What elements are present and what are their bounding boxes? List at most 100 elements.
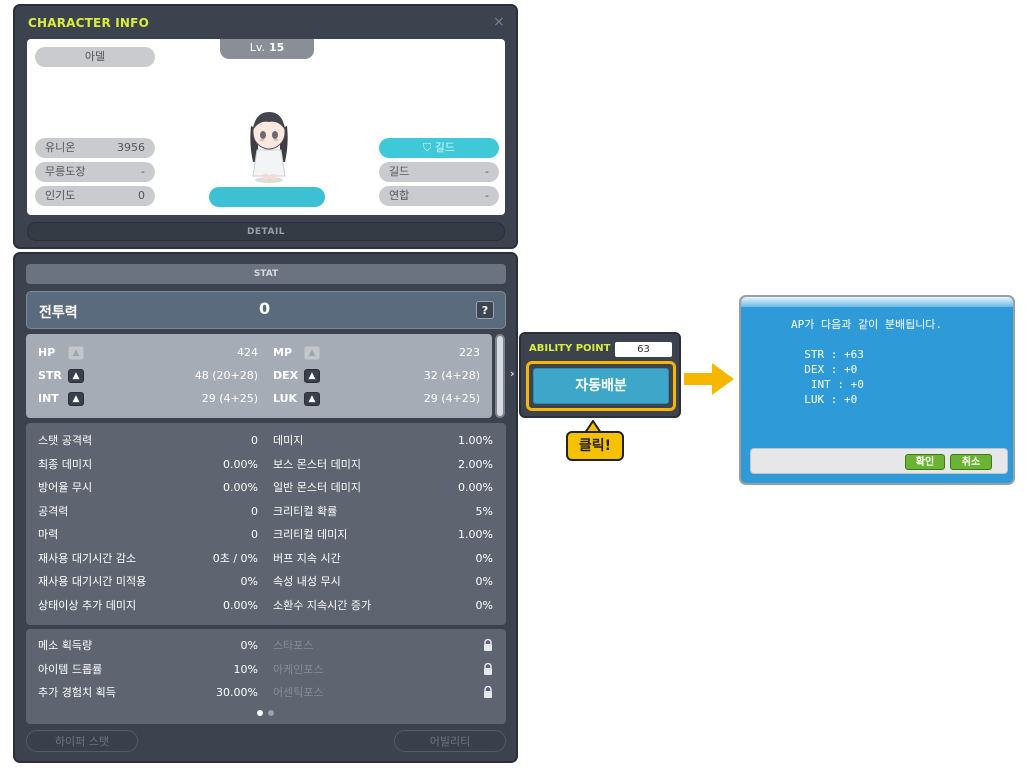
character-info-window: CHARACTER INFO × 아델 Lv.15 유니온 3956 무릉도장 … bbox=[13, 4, 518, 249]
stat-value: 0 bbox=[251, 434, 258, 447]
stat-name: 추가 경험치 획득 bbox=[38, 686, 116, 699]
stat-name: 재사용 대기시간 감소 bbox=[38, 552, 137, 565]
stat-value: 32 (4+28) bbox=[423, 369, 480, 382]
dex-increase-button[interactable]: ▲ bbox=[304, 369, 320, 383]
ability-point-panel: ABILITY POINT 63 자동배분 bbox=[519, 332, 681, 418]
tab-stat[interactable]: STAT bbox=[26, 264, 506, 284]
base-stats-panel: HP ▲ 424 MP ▲ 223 STR ▲ 48 (20+28) DEX ▲… bbox=[26, 334, 492, 418]
stat-value: 0% bbox=[475, 552, 493, 565]
confirm-dialog: AP가 다음과 같이 분배됩니다. STR : +63 DEX : +0 INT… bbox=[739, 295, 1015, 485]
stat-name: 마력 bbox=[38, 528, 59, 541]
stat-name: 크리티컬 데미지 bbox=[273, 528, 348, 541]
stat-name: 아케인포스 bbox=[273, 663, 324, 676]
scrollbar-thumb[interactable] bbox=[497, 336, 503, 416]
stat-name: 재사용 대기시간 미적용 bbox=[38, 575, 147, 588]
stat-label: 무릉도장 bbox=[45, 165, 86, 178]
ability-point-label: ABILITY POINT bbox=[529, 343, 611, 354]
close-icon[interactable]: × bbox=[493, 14, 505, 30]
stat-value: 0초 / 0% bbox=[212, 552, 258, 565]
union-stat: 유니온 3956 bbox=[35, 138, 155, 158]
stat-value: 0 bbox=[138, 189, 145, 202]
stat-name: 보스 몬스터 데미지 bbox=[273, 458, 361, 471]
combat-power-label: 전투력 bbox=[39, 305, 78, 321]
help-icon[interactable]: ? bbox=[476, 301, 494, 319]
stat-name: 스탯 공격력 bbox=[38, 434, 93, 447]
stat-name: 상태이상 추가 데미지 bbox=[38, 599, 137, 612]
stat-value: 3956 bbox=[117, 141, 145, 154]
stat-name: LUK bbox=[273, 392, 298, 405]
base-stat-row: INT ▲ 29 (4+25) LUK ▲ 29 (4+25) bbox=[26, 389, 492, 409]
list-item: 보스 몬스터 데미지 2.00% bbox=[273, 453, 493, 476]
stat-label: 인기도 bbox=[45, 189, 76, 202]
level-label: Lv. bbox=[249, 41, 265, 54]
window-title: CHARACTER INFO bbox=[28, 16, 149, 30]
dialog-message: AP가 다음과 같이 분배됩니다. bbox=[791, 318, 943, 331]
list-item: 소환수 지속시간 증가 0% bbox=[273, 594, 493, 617]
stat-value: 0 bbox=[251, 528, 258, 541]
stat-label: 연합 bbox=[389, 189, 410, 202]
detail-button[interactable]: DETAIL bbox=[27, 222, 505, 241]
stat-name: MP bbox=[273, 346, 293, 359]
ability-button[interactable]: 어빌리티 bbox=[394, 730, 506, 752]
stat-value: 0.00% bbox=[458, 481, 493, 494]
stat-name: 속성 내성 무시 bbox=[273, 575, 341, 588]
hp-increase-button[interactable]: ▲ bbox=[68, 346, 84, 360]
stat-name: 공격력 bbox=[38, 505, 69, 518]
stat-value: 424 bbox=[237, 346, 258, 359]
character-name: 아델 bbox=[35, 47, 155, 67]
dialog-line: LUK : +0 bbox=[804, 393, 858, 406]
stat-value: 2.00% bbox=[458, 458, 493, 471]
page-dot[interactable] bbox=[268, 710, 274, 716]
dialog-line: STR : +63 bbox=[804, 348, 864, 361]
base-stat-row: HP ▲ 424 MP ▲ 223 bbox=[26, 343, 492, 363]
stat-value: - bbox=[485, 165, 489, 178]
stat-name: 최종 데미지 bbox=[38, 458, 93, 471]
hyper-stat-button[interactable]: 하이퍼 스탯 bbox=[26, 730, 138, 752]
list-item: 크리티컬 확률 5% bbox=[273, 500, 493, 523]
guild-button-label: 길드 bbox=[434, 141, 455, 154]
luk-increase-button[interactable]: ▲ bbox=[304, 392, 320, 406]
stat-name: 데미지 bbox=[273, 434, 304, 447]
stat-value: 29 (4+25) bbox=[423, 392, 480, 405]
guild-button[interactable]: ⛉ 길드 bbox=[379, 138, 499, 158]
str-increase-button[interactable]: ▲ bbox=[68, 369, 84, 383]
stat-value: 5% bbox=[475, 505, 493, 518]
auto-assign-button[interactable]: 자동배분 bbox=[533, 368, 669, 404]
stat-value: - bbox=[485, 189, 489, 202]
cancel-button[interactable]: 취소 bbox=[950, 454, 992, 470]
stat-value: 0.00% bbox=[223, 481, 258, 494]
list-item: 마력 0 bbox=[38, 523, 258, 546]
stat-value: 1.00% bbox=[458, 528, 493, 541]
stat-label: 길드 bbox=[389, 165, 410, 178]
page-dot-active[interactable] bbox=[257, 710, 263, 716]
list-item: 크리티컬 데미지 1.00% bbox=[273, 523, 493, 546]
stat-name: 방어율 무시 bbox=[38, 481, 93, 494]
dialog-line: INT : +0 bbox=[804, 378, 864, 391]
stat-value: 0% bbox=[240, 639, 258, 652]
chevron-right-icon[interactable]: › bbox=[510, 367, 515, 380]
stat-name: 스타포스 bbox=[273, 639, 314, 652]
locked-list-item: 스타포스 bbox=[273, 634, 493, 657]
stat-name: 메소 획득량 bbox=[38, 639, 93, 652]
dialog-footer: 확인 취소 bbox=[750, 448, 1008, 474]
int-increase-button[interactable]: ▲ bbox=[68, 392, 84, 406]
stat-name: 크리티컬 확률 bbox=[273, 505, 338, 518]
dojo-stat: 무릉도장 - bbox=[35, 162, 155, 182]
list-item: 재사용 대기시간 감소 0초 / 0% bbox=[38, 547, 258, 570]
ok-button[interactable]: 확인 bbox=[905, 454, 945, 470]
stat-name: 소환수 지속시간 증가 bbox=[273, 599, 372, 612]
stat-value: 0% bbox=[475, 599, 493, 612]
guild-icon: ⛉ bbox=[423, 141, 435, 154]
stat-window: STAT 전투력 0 ? HP ▲ 424 MP ▲ 223 STR ▲ 48 … bbox=[13, 252, 518, 763]
stat-name: STR bbox=[38, 369, 62, 382]
lock-icon bbox=[484, 686, 492, 698]
dialog-header bbox=[741, 297, 1013, 307]
lock-icon bbox=[484, 639, 492, 651]
mp-increase-button[interactable]: ▲ bbox=[304, 346, 320, 360]
